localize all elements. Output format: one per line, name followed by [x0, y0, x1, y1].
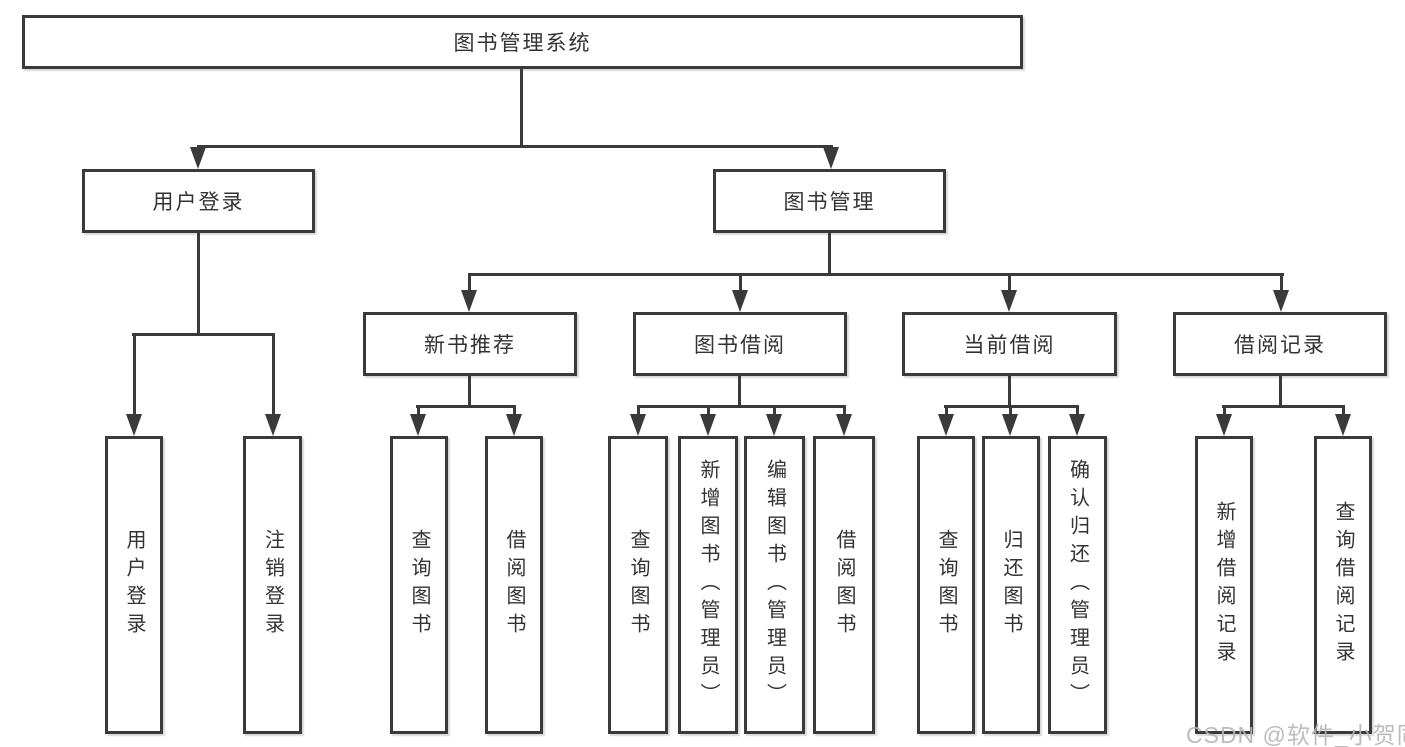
node-user-login: 用户登录 [82, 169, 315, 233]
leaf-label: 查询借阅记录 [1332, 501, 1354, 669]
leaf-label: 用户登录 [123, 529, 145, 641]
node-label: 图书管理 [783, 191, 876, 214]
connector-borrow-record-stem [1279, 376, 1282, 408]
arrowhead-down-icon [190, 147, 206, 169]
node-label: 借阅记录 [1234, 334, 1326, 357]
node-label: 当前借阅 [963, 334, 1056, 357]
leaf-logout: 注销登录 [243, 436, 302, 734]
arrowhead-down-icon [1069, 414, 1085, 436]
arrowhead-down-icon [630, 414, 646, 436]
connector-root-stem [520, 69, 523, 148]
arrow-shaft [1280, 273, 1283, 293]
arrowhead-down-icon [1002, 414, 1018, 436]
leaf-return-books: 归还图书 [982, 436, 1040, 734]
arrowhead-down-icon [823, 147, 839, 169]
arrow-shaft [1008, 273, 1011, 293]
connector-book-management-stem [828, 233, 831, 276]
leaf-label: 新增借阅记录 [1213, 501, 1235, 669]
arrowhead-down-icon [265, 414, 281, 436]
arrow-shaft [1342, 405, 1345, 417]
node-label: 新书推荐 [424, 334, 516, 357]
leaf-add-borrow-record: 新增借阅记录 [1195, 436, 1253, 734]
arrowhead-down-icon [836, 414, 852, 436]
leaf-label: 注销登录 [261, 529, 284, 641]
connector-user-login-stem [197, 233, 200, 336]
arrow-shaft [468, 273, 471, 293]
leaf-query-books-recommend: 查询图书 [390, 436, 448, 734]
leaf-label: 查询图书 [408, 529, 430, 641]
arrow-shaft [843, 405, 846, 417]
arrow-shaft [272, 333, 275, 417]
node-book-management: 图书管理 [713, 169, 946, 233]
arrow-shaft [133, 333, 136, 417]
leaf-label: 查询图书 [935, 529, 957, 641]
leaf-user-login: 用户登录 [105, 436, 163, 734]
node-book-borrowing: 图书借阅 [633, 312, 847, 376]
arrowhead-down-icon [1273, 290, 1289, 312]
node-library-management-system: 图书管理系统 [22, 15, 1023, 69]
arrowhead-down-icon [1216, 414, 1232, 436]
leaf-add-books-admin: 新增图书（管理员） [678, 436, 738, 734]
leaf-borrow-books-recommend: 借阅图书 [485, 436, 543, 734]
arrowhead-down-icon [506, 414, 522, 436]
arrowhead-down-icon [732, 290, 748, 312]
node-current-borrowing: 当前借阅 [902, 312, 1117, 376]
arrowhead-down-icon [700, 414, 716, 436]
connector-current-borrow-stem [1008, 376, 1011, 408]
connector-new-book-crossbar [416, 405, 516, 408]
leaf-label: 借阅图书 [503, 529, 525, 641]
node-label: 用户登录 [152, 191, 245, 214]
arrowhead-down-icon [766, 414, 782, 436]
arrow-shaft [1076, 405, 1079, 417]
leaf-label: 归还图书 [1000, 529, 1022, 641]
arrow-shaft [773, 405, 776, 417]
leaf-label: 借阅图书 [833, 529, 855, 641]
leaf-query-books-current: 查询图书 [917, 436, 975, 734]
node-borrowing-records: 借阅记录 [1173, 312, 1387, 376]
leaf-edit-books-admin: 编辑图书（管理员） [744, 436, 805, 734]
connector-book-borrow-stem [738, 376, 741, 408]
node-new-book-recommendation: 新书推荐 [363, 312, 577, 376]
arrow-shaft [1009, 405, 1012, 417]
arrow-shaft [637, 405, 640, 417]
connector-new-book-stem [468, 376, 471, 408]
arrow-shaft [707, 405, 710, 417]
arrow-shaft [739, 273, 742, 293]
arrow-shaft [417, 405, 420, 417]
arrowhead-down-icon [461, 290, 477, 312]
leaf-confirm-return-admin: 确认归还（管理员） [1048, 436, 1107, 734]
leaf-label: 新增图书（管理员） [697, 459, 719, 711]
connector-user-login-crossbar [132, 333, 275, 336]
connector-borrow-record-crossbar [1222, 405, 1345, 408]
leaf-query-books-borrowing: 查询图书 [608, 436, 668, 734]
node-label: 图书管理系统 [453, 32, 592, 55]
connector-book-borrow-crossbar [637, 405, 846, 408]
leaf-label: 确认归还（管理员） [1066, 459, 1089, 711]
arrow-shaft [945, 405, 948, 417]
leaf-label: 查询图书 [627, 529, 649, 641]
node-label: 图书借阅 [694, 334, 786, 357]
connector-level2-crossbar [468, 273, 1284, 276]
connector-level1-crossbar [197, 145, 833, 148]
arrowhead-down-icon [1001, 290, 1017, 312]
arrow-shaft [1223, 405, 1226, 417]
arrowhead-down-icon [126, 414, 142, 436]
arrow-shaft [513, 405, 516, 417]
arrowhead-down-icon [410, 414, 426, 436]
arrowhead-down-icon [1335, 414, 1351, 436]
watermark: CSDN @软件_小贺同学 [1186, 722, 1405, 747]
leaf-borrow-books: 借阅图书 [813, 436, 875, 734]
leaf-label: 编辑图书（管理员） [763, 459, 786, 711]
leaf-query-borrow-record: 查询借阅记录 [1314, 436, 1372, 734]
arrowhead-down-icon [938, 414, 954, 436]
